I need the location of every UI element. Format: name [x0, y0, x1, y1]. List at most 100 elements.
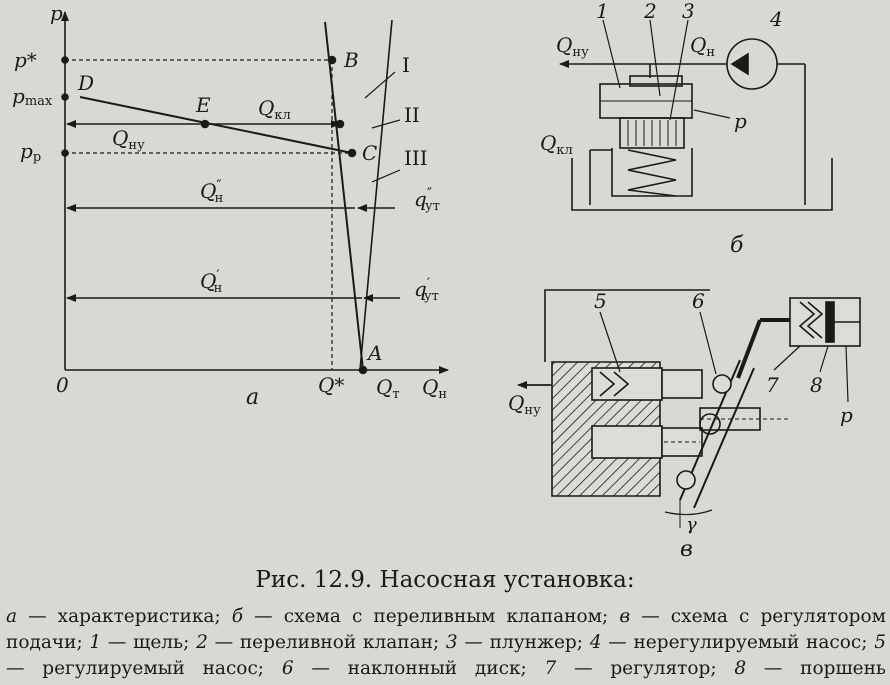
p-label-b: p [734, 109, 747, 133]
graph-letter: а [246, 385, 259, 410]
figure-drawing: p p* pmax pр D E B C A I II III Qкл Qну … [12, 0, 861, 560]
gamma-arc [664, 509, 713, 516]
origin-label: 0 [56, 373, 69, 397]
leader-5 [599, 311, 621, 373]
q-n2-label: Q″н [200, 178, 223, 206]
line-III-label: III [404, 146, 428, 170]
label-6: 6 [692, 289, 705, 313]
leader-I [364, 71, 396, 99]
graph-characteristic [61, 11, 449, 375]
caption-part: в — схема с регулятором подачи; [6, 606, 886, 653]
line-II-label: II [404, 103, 420, 127]
leader-7 [773, 345, 801, 371]
point-C-label: C [362, 141, 377, 165]
q-ut2-label: q″ут [414, 186, 440, 214]
point-II [335, 119, 345, 129]
tank [571, 158, 833, 211]
point-E-label: E [195, 93, 211, 117]
caption-part: 8 — поршень [734, 658, 887, 679]
point-B-label: B [343, 48, 359, 72]
scheme-b-labels: 1 2 3 4 Qну Qн Qкл p б [540, 0, 783, 258]
q-kl-label-b: Qкл [540, 131, 573, 158]
p-label-v: p [840, 403, 853, 427]
scheme-v-letter: в [680, 537, 693, 560]
point-B [327, 55, 337, 65]
point-p-p [61, 149, 69, 157]
line-II-III [359, 19, 393, 371]
scheme-v-labels: 5 6 7 8 p Qну γ в [508, 289, 853, 560]
plunger-3 [619, 117, 685, 149]
q-n-label-b: Qн [690, 33, 715, 60]
q-kl-label: Qкл [258, 96, 291, 123]
caption-part: а — характеристика; [6, 606, 232, 627]
piston-8 [825, 301, 835, 343]
leader-II [371, 119, 401, 129]
caption-part: 2 — переливной клапан; [196, 632, 446, 653]
leader-8 [819, 345, 829, 373]
line-DC [79, 96, 353, 154]
point-C [347, 148, 357, 158]
label-1: 1 [596, 0, 609, 23]
piston-bore-bottom [591, 425, 663, 459]
spring-housing [611, 148, 693, 197]
figure-caption-body: а — характеристика; б — схема с переливн… [6, 604, 886, 682]
spring [627, 149, 677, 197]
label-3: 3 [682, 0, 695, 23]
bearing-bottom [676, 470, 696, 490]
leader-p [693, 109, 731, 119]
leader-1 [602, 19, 621, 89]
label-2: 2 [643, 0, 657, 23]
label-7: 7 [766, 373, 779, 397]
line-I-label: I [402, 53, 410, 77]
q-star-axis-label: Q* [318, 373, 344, 397]
figure-caption-title: Рис. 12.9. Насосная установка: [255, 567, 635, 593]
q-t-axis-label: Qт [376, 375, 400, 402]
leader-2 [649, 19, 661, 97]
caption-part: 6 — наклонный диск; [281, 658, 545, 679]
q-n1-label: Q′н [200, 268, 222, 296]
pump-4-triangle [730, 52, 749, 76]
regulator-spring [798, 301, 824, 339]
label-8: 8 [810, 373, 823, 397]
p-max-label: pmax [12, 84, 53, 109]
regulator-rod [736, 318, 790, 379]
point-A-label: A [366, 341, 382, 365]
caption-part: 4 — нерегулируемый насос; [589, 632, 875, 653]
p-p-label: pр [20, 139, 41, 165]
caption-part: 1 — щель; [89, 632, 197, 653]
p-star-label: p* [14, 48, 37, 72]
q-nu-label-b: Qну [556, 33, 589, 60]
gamma-label: γ [686, 514, 697, 535]
caption-part: б — схема с переливным клапаном; [231, 606, 620, 627]
q-nu-label-v: Qну [508, 391, 541, 418]
point-D-label: D [77, 71, 94, 95]
q-nu-label: Qну [112, 126, 145, 153]
swash-plate-6-back [693, 367, 755, 509]
y-axis-label: p [50, 1, 63, 25]
spring-5 [599, 371, 630, 397]
piston-top [661, 369, 703, 399]
caption-part: 7 — регулятор; [544, 658, 735, 679]
line-I [324, 21, 364, 371]
leader-6 [699, 311, 717, 375]
valve-top [629, 75, 683, 87]
point-E [200, 119, 210, 129]
plunger-ribs [627, 120, 677, 146]
caption-part: 5 — регулируемый насос; [6, 632, 887, 679]
graph-labels: p p* pmax pр D E B C A I II III Qкл Qну … [12, 1, 447, 410]
leader-3 [669, 19, 689, 121]
caption-part: 3 — плунжер; [445, 632, 590, 653]
point-p-star [61, 56, 69, 64]
leader-p-v [845, 345, 849, 403]
scheme-b-letter: б [730, 233, 744, 258]
bearing-top [712, 374, 732, 394]
scheme-overflow-valve [559, 19, 833, 211]
leader-III [371, 169, 401, 183]
point-p-max [61, 93, 69, 101]
point-A [358, 365, 368, 375]
label-5: 5 [594, 289, 607, 313]
q-ut1-label: q′ут [414, 276, 439, 304]
label-4: 4 [769, 7, 783, 31]
control-line [544, 289, 710, 362]
